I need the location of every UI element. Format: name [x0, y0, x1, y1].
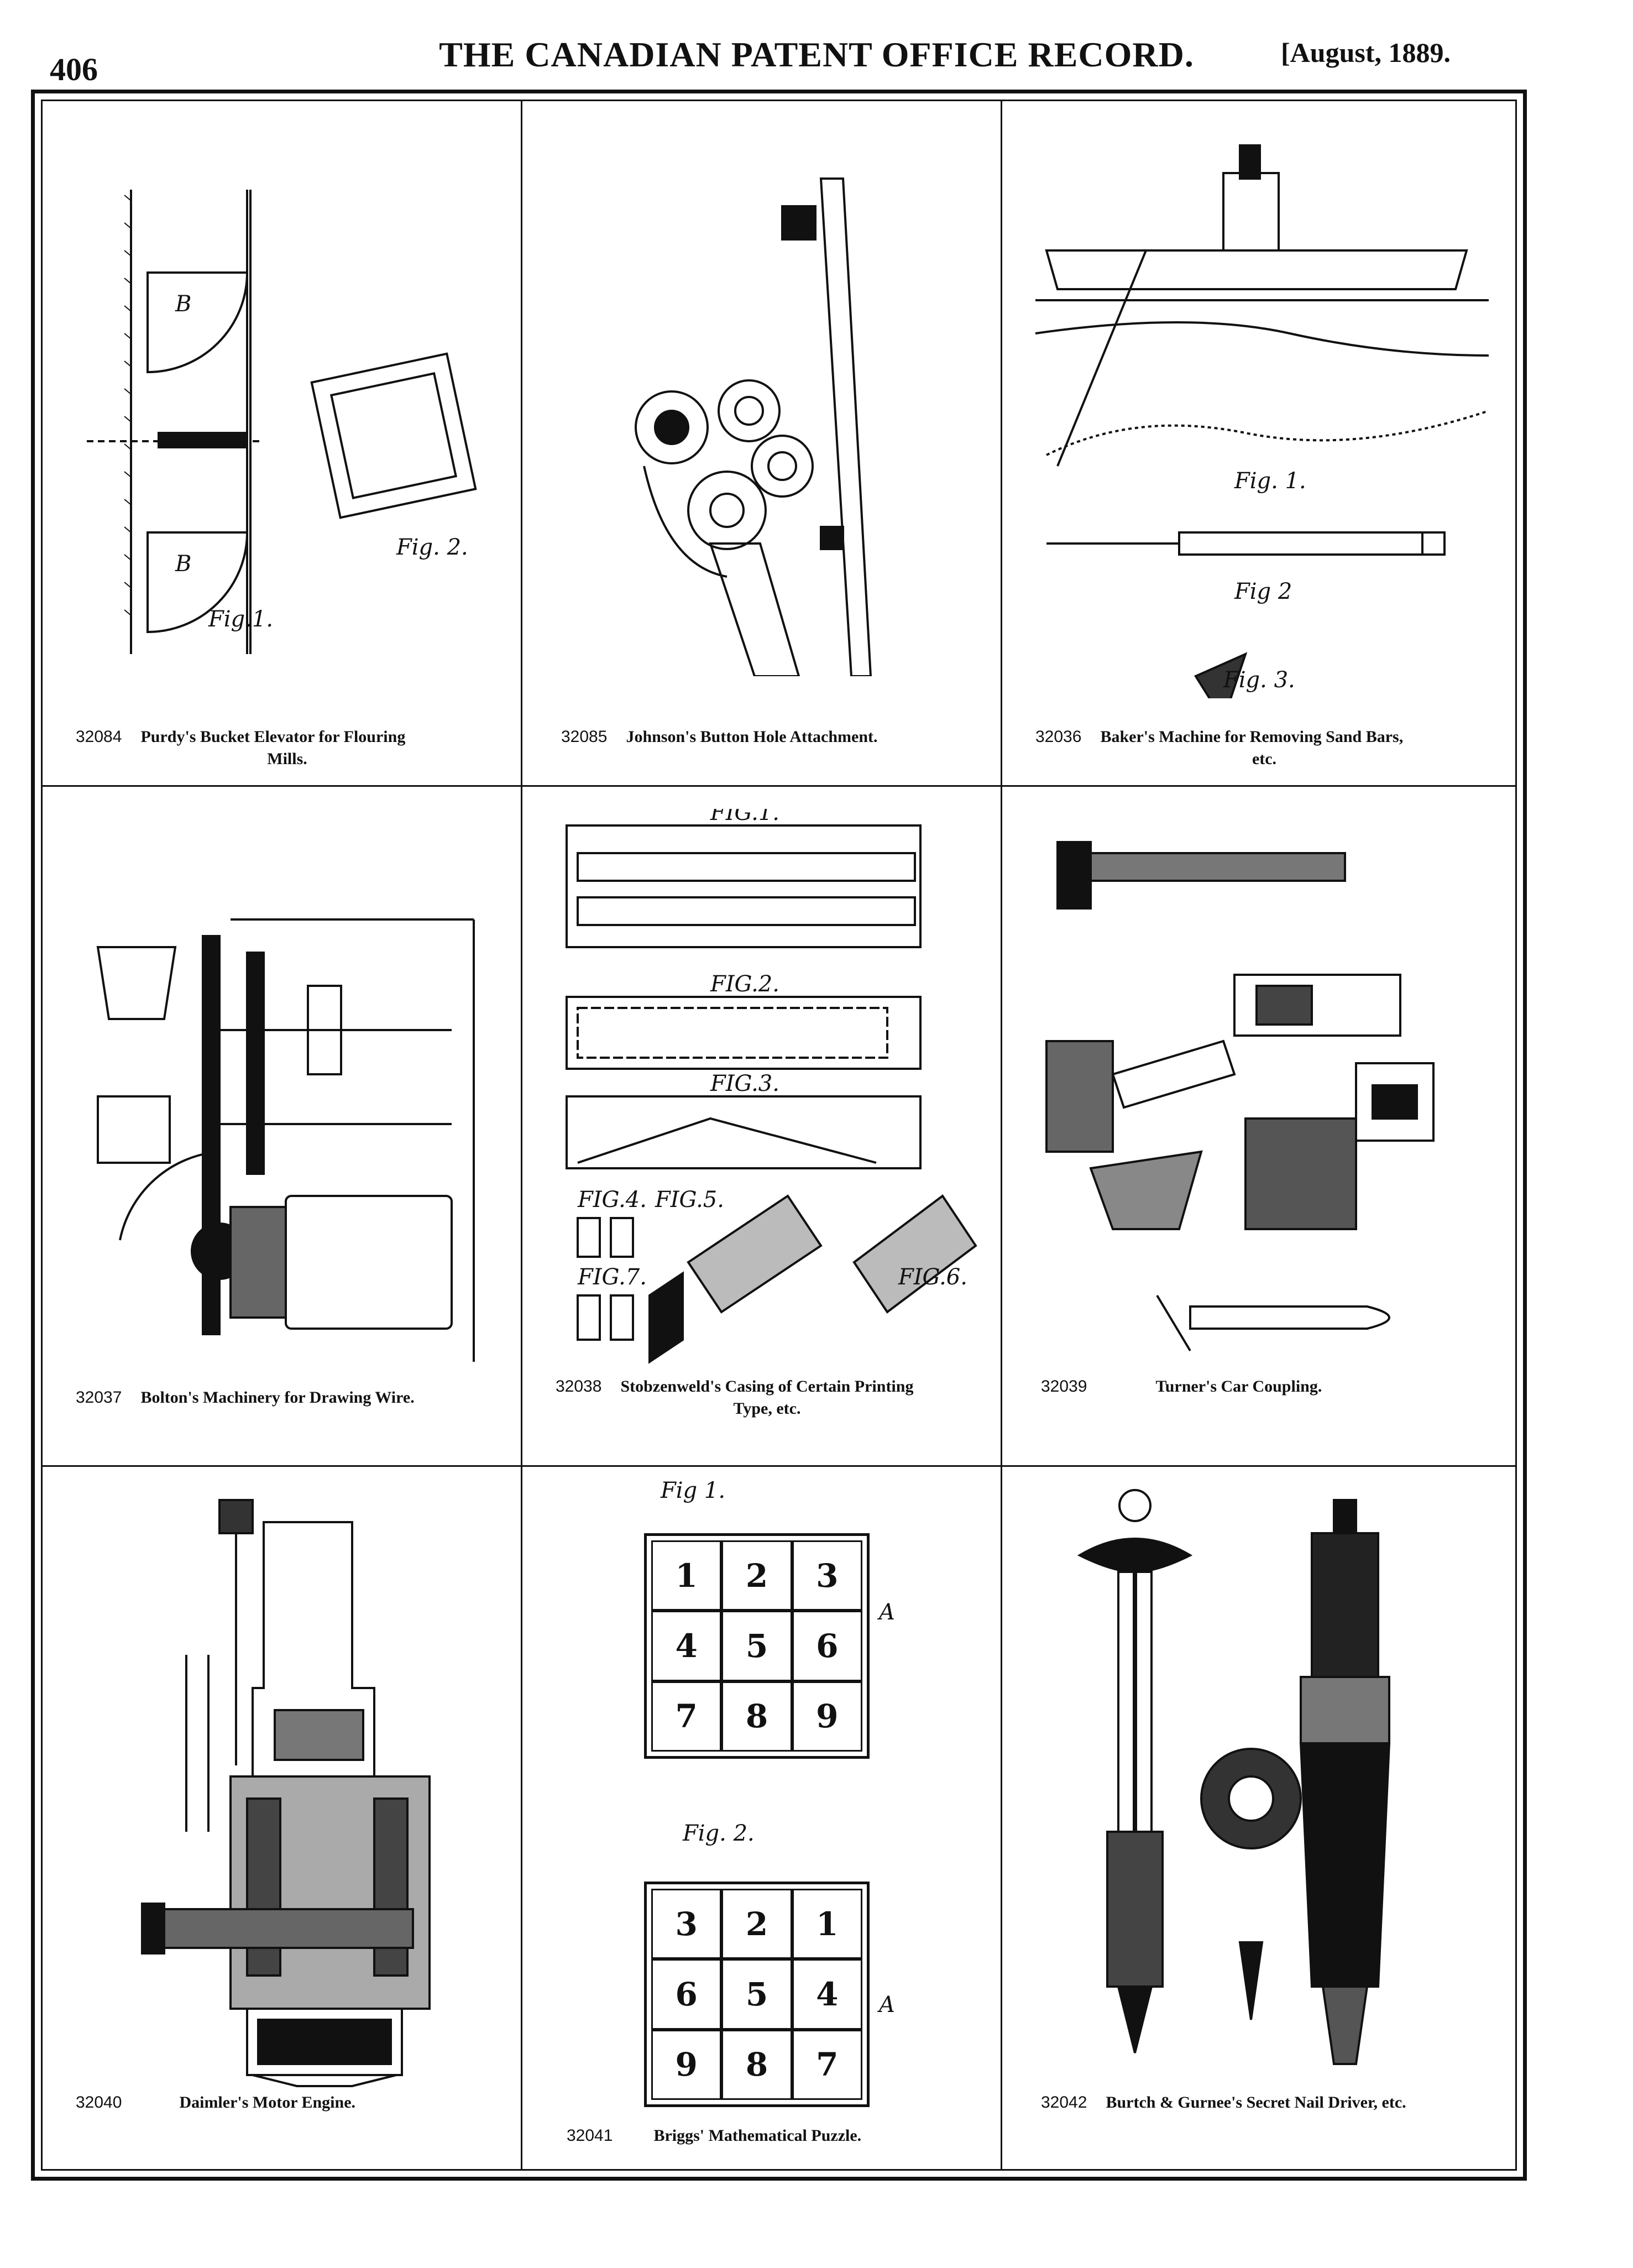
patent-title: Briggs' Mathematical Puzzle.	[653, 2126, 862, 2145]
patent-number: 32085	[561, 728, 608, 746]
patent-title: Stobzenweld's Casing of Certain Printing	[620, 1377, 914, 1396]
patent-caption: 32040 Daimler's Motor Engine.	[76, 2092, 499, 2114]
puzzle-tile: 9	[651, 2029, 722, 2100]
patent-number: 32038	[556, 1377, 602, 1396]
patent-cell-32036: Fig. 1. Fig 2 Fig. 3. 32036 Baker's Machi…	[1002, 101, 1515, 787]
patent-caption: 32084 Purdy's Bucket Elevator for Flourin…	[76, 726, 499, 770]
puzzle-tile: 5	[721, 1959, 792, 2030]
puzzle-tile: 3	[651, 1889, 722, 1959]
patent-title-cont: Type, etc.	[733, 1399, 801, 1418]
puzzle-tile: 8	[721, 1681, 792, 1752]
puzzle-tile: 2	[721, 1540, 792, 1611]
patent-caption: 32037 Bolton's Machinery for Drawing Wire…	[76, 1387, 499, 1409]
fig-2-label: FIG.2.	[710, 971, 779, 997]
patent-number: 32036	[1035, 728, 1082, 746]
puzzle-tile: 7	[651, 1681, 722, 1752]
patent-cell-32038: FIG.1. FIG.2. FIG.3. FIG.4. FIG.5. FIG.6…	[522, 787, 1002, 1467]
issue-date: [August, 1889.	[1281, 37, 1451, 68]
patent-title: Burtch & Gurnee's Secret Nail Driver, et…	[1106, 2093, 1406, 2112]
patent-number: 32039	[1041, 1377, 1087, 1396]
puzzle-label-a: A	[879, 1600, 895, 1625]
patent-caption: 32038 Stobzenweld's Casing of Certain Pri…	[556, 1376, 978, 1420]
patent-cell-32039: 32039 Turner's Car Coupling.	[1002, 787, 1515, 1467]
patent-title-cont: Mills.	[267, 750, 307, 768]
fig-2-label: Fig. 2.	[396, 535, 468, 560]
puzzle-tile: 7	[792, 2029, 862, 2100]
patent-title: Baker's Machine for Removing Sand Bars,	[1100, 728, 1404, 746]
page-title: THE CANADIAN PATENT OFFICE RECORD.	[439, 35, 1194, 74]
fig-1-label: FIG.1.	[710, 809, 779, 825]
wire-drawing-machinery-drawing	[96, 918, 475, 1362]
fig-7-label: FIG.7.	[577, 1264, 647, 1290]
puzzle-tile: 3	[792, 1540, 862, 1611]
puzzle-tile: 9	[792, 1681, 862, 1752]
patent-caption: 32041 Briggs' Mathematical Puzzle.	[567, 2125, 978, 2147]
patent-title: Daimler's Motor Engine.	[179, 2093, 356, 2112]
puzzle-tile: 4	[792, 1959, 862, 2030]
patent-grid: B B Fig.1. Fig. 2. 32084 Purdy's Bucket E…	[43, 101, 1515, 2169]
fig-1-label: Fig.1.	[208, 607, 273, 632]
puzzle-tile: 4	[651, 1611, 722, 1681]
patent-title: Johnson's Button Hole Attachment.	[626, 728, 878, 746]
patent-number: 32042	[1041, 2093, 1087, 2112]
patent-caption: 32036 Baker's Machine for Removing Sand B…	[1035, 726, 1493, 770]
fig-6-label: FIG.6.	[898, 1264, 967, 1290]
patent-caption: 32085 Johnson's Button Hole Attachment.	[561, 726, 978, 748]
bucket-elevator-drawing: B B Fig.1. Fig. 2.	[87, 190, 477, 654]
puzzle-tile: 6	[651, 1959, 722, 2030]
puzzle-tile: 1	[792, 1889, 862, 1959]
sand-bar-machine-drawing: Fig. 1. Fig 2 Fig. 3.	[1035, 144, 1489, 698]
svg-text:B: B	[175, 291, 191, 317]
fig-5-label: FIG.5.	[655, 1187, 724, 1213]
fig-2-label: Fig 2	[1234, 579, 1292, 604]
patent-title: Bolton's Machinery for Drawing Wire.	[140, 1388, 415, 1407]
patent-cell-32040: 32040 Daimler's Motor Engine.	[43, 1467, 522, 2169]
puzzle-tile: 1	[651, 1540, 722, 1611]
page-number: 406	[50, 51, 98, 87]
puzzle-tile: 8	[721, 2029, 792, 2100]
page-header: 406 THE CANADIAN PATENT OFFICE RECORD. […	[0, 0, 1633, 88]
fig-1-label: Fig. 1.	[1234, 468, 1306, 494]
puzzle-tile: 6	[792, 1611, 862, 1681]
svg-text:B: B	[175, 551, 191, 577]
patent-number: 32084	[76, 728, 122, 746]
patent-title: Turner's Car Coupling.	[1155, 1377, 1322, 1396]
fig-4-label: FIG.4.	[577, 1187, 647, 1213]
patent-number: 32041	[567, 2126, 613, 2145]
motor-engine-drawing	[141, 1499, 431, 2087]
puzzle-label-a: A	[879, 1992, 895, 2018]
nail-driver-drawing	[1077, 1489, 1391, 2065]
fig-2-label: Fig. 2.	[683, 1821, 755, 1846]
patent-number: 32040	[76, 2093, 122, 2112]
button-hole-attachment-drawing	[635, 177, 872, 676]
fig-3-label: FIG.3.	[710, 1071, 779, 1096]
patent-cell-32042: 32042 Burtch & Gurnee's Secret Nail Drive…	[1002, 1467, 1515, 2169]
puzzle-tile: 2	[721, 1889, 792, 1959]
inner-border	[41, 100, 1517, 2171]
patent-title: Purdy's Bucket Elevator for Flouring	[140, 728, 406, 746]
patent-cell-32037: 32037 Bolton's Machinery for Drawing Wire…	[43, 787, 522, 1467]
puzzle-tile: 5	[721, 1611, 792, 1681]
patent-cell-32085: 32085 Johnson's Button Hole Attachment.	[522, 101, 1002, 787]
fig-3-label: Fig. 3.	[1223, 667, 1295, 693]
type-casing-drawing: FIG.1. FIG.2. FIG.3. FIG.4. FIG.5. FIG.6…	[566, 809, 977, 1364]
patent-cell-32084: B B Fig.1. Fig. 2. 32084 Purdy's Bucket E…	[43, 101, 522, 787]
fig-1-label: Fig 1.	[661, 1478, 726, 1503]
patent-caption: 32042 Burtch & Gurnee's Secret Nail Drive…	[1041, 2092, 1493, 2114]
outer-border	[31, 90, 1527, 2181]
patent-number: 32037	[76, 1388, 122, 1407]
patent-caption: 32039 Turner's Car Coupling.	[1041, 1376, 1493, 1398]
car-coupling-drawing	[1045, 841, 1435, 1352]
patent-title-cont: etc.	[1252, 750, 1277, 768]
